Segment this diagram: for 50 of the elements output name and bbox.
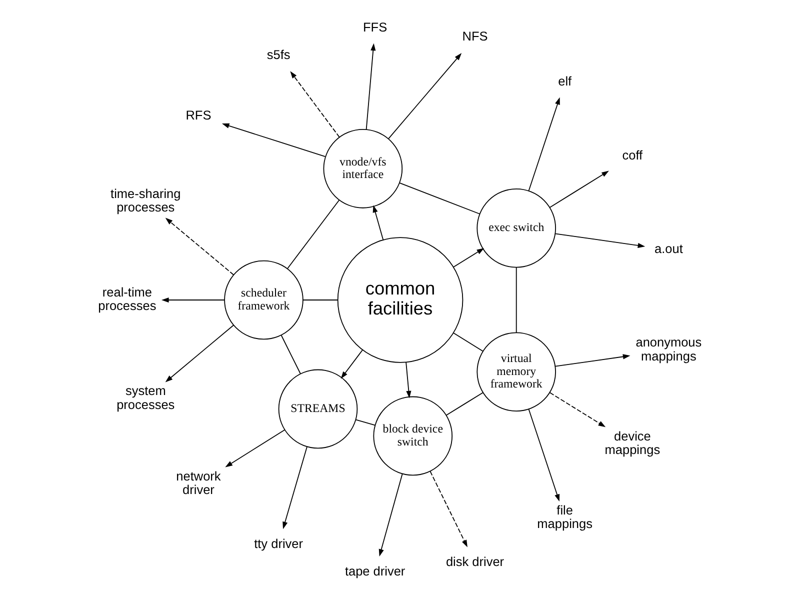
node-text: NFS — [462, 28, 488, 44]
connector — [452, 332, 483, 352]
node-text: FFS — [362, 19, 387, 34]
node-circle: scheduler framework — [224, 260, 303, 340]
arrow — [405, 362, 411, 398]
node-text: tty driver — [254, 536, 302, 551]
arrow — [282, 446, 307, 530]
node-text: elf — [558, 73, 572, 88]
node-text: coff — [622, 148, 642, 163]
connector — [446, 392, 483, 416]
arrow — [164, 324, 234, 382]
connector — [515, 266, 516, 334]
connector — [280, 334, 300, 374]
node-text: network driver — [176, 468, 220, 498]
connector — [286, 200, 340, 269]
arrow — [164, 218, 234, 276]
arrow — [221, 123, 326, 158]
arrow — [452, 248, 484, 268]
node-text: s5fs — [266, 46, 290, 62]
arrow — [372, 205, 384, 240]
node-text: system processes — [116, 383, 174, 412]
arrow — [365, 43, 376, 130]
node-text: RFS — [185, 107, 211, 122]
arrow — [528, 408, 560, 502]
arrow — [340, 350, 362, 379]
arrow — [554, 233, 645, 248]
node-text: file mappings — [536, 502, 592, 532]
arrow — [388, 53, 462, 139]
node-text: tape driver — [344, 563, 405, 578]
node-text: anonymous mappings — [635, 334, 702, 364]
node-text: disk driver — [445, 554, 504, 570]
arrow — [224, 429, 285, 468]
node-circle: virtual memory framework — [476, 332, 556, 412]
arrow — [378, 473, 402, 556]
node-text: time-sharing processes — [110, 186, 180, 215]
arrow — [429, 470, 467, 548]
node-circle: vnode/vfs interface — [322, 129, 402, 208]
arrow — [528, 97, 560, 192]
arrow — [290, 71, 340, 138]
node-text: a.out — [654, 241, 682, 256]
connector — [398, 182, 480, 214]
arrow — [554, 354, 630, 367]
connector — [354, 419, 375, 426]
node-text: real-time processes — [98, 284, 156, 314]
node-circle: block device switch — [372, 396, 452, 476]
arrow — [548, 392, 606, 428]
arrow — [161, 297, 224, 303]
arrow — [548, 170, 608, 208]
node-circle: common facilities — [336, 237, 463, 363]
node-text: device mappings — [604, 428, 660, 457]
